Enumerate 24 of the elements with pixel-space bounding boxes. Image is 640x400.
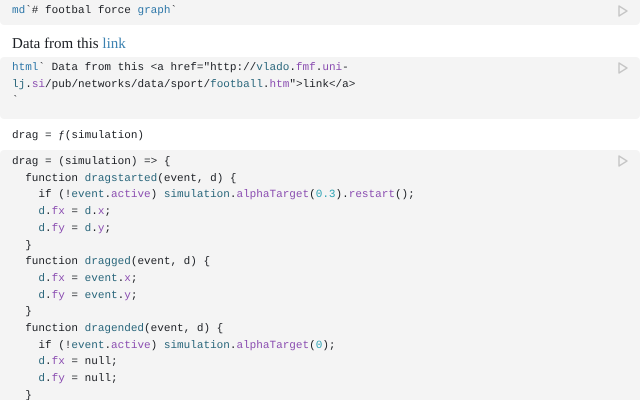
code-line: ` — [12, 94, 19, 110]
code-line: d.fx = null; — [37, 355, 118, 370]
code-line: drag = (simulation) => { — [12, 155, 170, 170]
link: link — [102, 36, 126, 52]
code-line: md`# footbal force graph` — [12, 4, 178, 19]
text: Data from this — [12, 36, 99, 52]
code-line: html` Data from this <a href="http://vlado.fmf.uni-lj.si/pub/networks/data/sport/football.htm">link</a> — [12, 61, 356, 93]
code-line: } — [24, 305, 32, 320]
code-line: function dragged(event, d) { — [24, 255, 210, 270]
cell-output: drag = ƒ(simulation) — [12, 130, 144, 142]
code-line: if (!event.active) simulation.alphaTarget(0); — [37, 338, 336, 354]
code-cell — [0, 57, 640, 120]
code-line: if (!event.active) simulation.alphaTarget(0.3).restart(); — [37, 188, 415, 204]
code-line: d.fy = event.y; — [37, 288, 138, 304]
code-line: d.fx = event.x; — [37, 272, 138, 287]
code-line: d.fx = d.x; — [37, 205, 112, 220]
code-cell — [0, 150, 640, 400]
code-line: function dragended(event, d) { — [24, 322, 224, 338]
code-line: } — [24, 388, 32, 400]
code-line: function dragstarted(event, d) { — [24, 172, 236, 187]
code-line: d.fy = null; — [37, 372, 118, 388]
code-line: d.fy = d.y; — [37, 222, 112, 237]
code-line: } — [24, 238, 32, 254]
code-cell — [0, 0, 640, 25]
